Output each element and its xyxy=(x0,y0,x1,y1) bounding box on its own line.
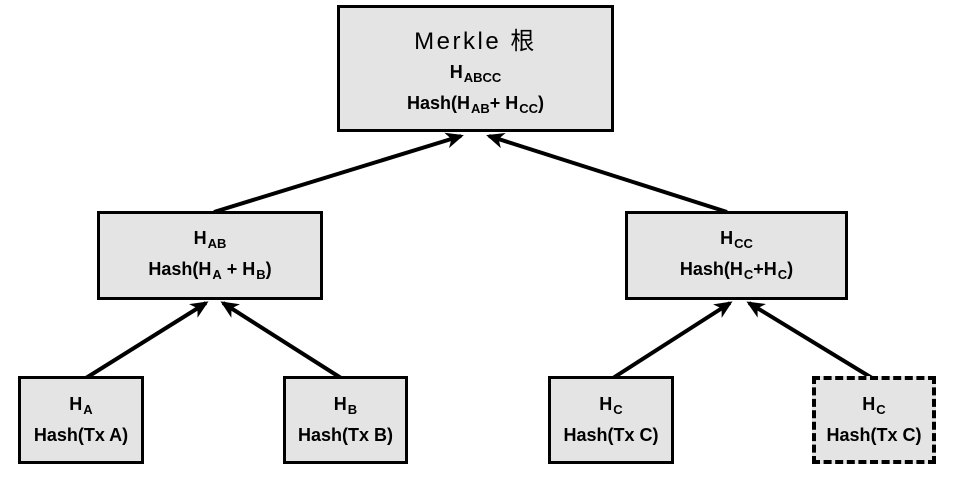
hash-label: HABCC xyxy=(450,62,502,86)
edge-hc-hcc xyxy=(611,301,733,380)
merkle-root-title: Merkle 根 xyxy=(414,27,537,55)
hash-base: H xyxy=(193,228,207,249)
node-h-ab: HAB Hash(HA + HB) xyxy=(97,211,323,300)
hash-subscript: C xyxy=(876,402,886,418)
node-merkle-root: Merkle 根 HABCC Hash(HAB+ HCC) xyxy=(337,5,614,132)
hash-formula: Hash(Tx C) xyxy=(826,425,922,446)
hash-formula: Hash(Tx B) xyxy=(297,425,393,446)
formula-segment: +H xyxy=(753,259,777,279)
formula-segment: ) xyxy=(787,259,794,279)
hash-label: HB xyxy=(334,394,357,418)
hash-label: HAB xyxy=(194,228,227,252)
formula-subscript: A xyxy=(212,267,222,282)
node-h-b: HB Hash(Tx B) xyxy=(283,376,408,464)
hash-base: H xyxy=(599,394,613,415)
node-h-a: HA Hash(Tx A) xyxy=(18,376,144,464)
hash-subscript: AB xyxy=(207,236,227,252)
hash-subscript: C xyxy=(613,402,623,418)
formula-segment: + H xyxy=(489,92,519,113)
formula-subscript: CC xyxy=(519,100,539,116)
hash-base: H xyxy=(333,394,347,415)
formula-segment: Hash(H xyxy=(148,259,212,279)
hash-label: HA xyxy=(69,394,92,418)
hash-base: H xyxy=(862,394,876,415)
formula-segment: ) xyxy=(538,92,545,113)
hash-subscript: ABCC xyxy=(463,69,502,85)
hash-formula: Hash(HA + HB) xyxy=(148,259,271,283)
formula-subscript: B xyxy=(256,267,266,282)
node-h-c: HC Hash(Tx C) xyxy=(548,376,674,464)
edge-ha-hab xyxy=(84,301,209,380)
formula-subscript: AB xyxy=(470,100,490,116)
hash-subscript: B xyxy=(347,402,358,418)
edge-hab-root xyxy=(213,132,464,214)
formula-segment: ) xyxy=(265,259,272,279)
formula-subscript: C xyxy=(777,267,788,282)
hash-subscript: CC xyxy=(734,236,753,252)
edge-hb-hab xyxy=(220,301,343,380)
hash-base: H xyxy=(69,394,83,415)
hash-formula: Hash(Tx A) xyxy=(33,425,129,446)
node-h-cc: HCC Hash(HC+HC) xyxy=(625,211,848,300)
hash-formula: Hash(HC+HC) xyxy=(680,259,793,283)
node-h-c-duplicate: HC Hash(Tx C) xyxy=(812,376,936,464)
formula-subscript: C xyxy=(743,267,754,282)
edge-hcc-root xyxy=(486,132,728,214)
hash-label: HCC xyxy=(720,228,753,252)
hash-label: HC xyxy=(599,394,622,418)
edge-hc_dup-hcc xyxy=(746,301,874,380)
formula-segment: Hash(H xyxy=(406,92,470,113)
formula-segment: + H xyxy=(221,259,256,279)
hash-base: H xyxy=(720,228,734,249)
hash-subscript: A xyxy=(83,402,93,418)
hash-label: HC xyxy=(862,394,885,418)
hash-base: H xyxy=(449,61,463,82)
hash-formula: Hash(Tx C) xyxy=(563,425,659,446)
formula-segment: Hash(H xyxy=(679,259,743,279)
hash-formula: Hash(HAB+ HCC) xyxy=(407,93,544,117)
